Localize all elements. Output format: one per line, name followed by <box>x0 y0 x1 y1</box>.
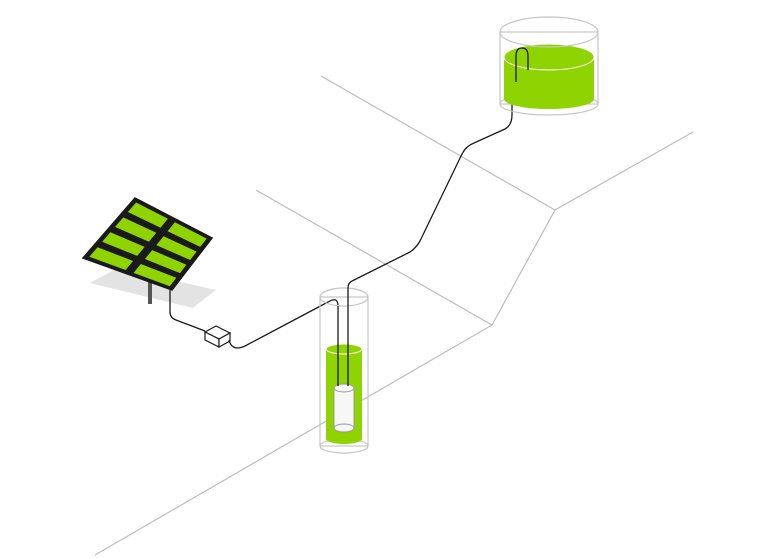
well-water-bottom <box>326 434 362 444</box>
solar-cell <box>89 247 133 270</box>
pump-icon <box>333 383 355 433</box>
solar-panel-cells <box>89 202 207 287</box>
controller-box-icon <box>203 325 232 349</box>
tank-inlet-pipe <box>515 47 529 82</box>
borehole-well-icon <box>319 287 369 454</box>
cable-controller-well <box>228 299 339 349</box>
terrain-line-upper <box>320 75 556 211</box>
pump-body <box>333 387 355 429</box>
well-casing <box>319 296 369 447</box>
pipe-in-well <box>337 280 353 386</box>
solar-cell <box>102 232 145 256</box>
solar-cell <box>144 250 187 274</box>
solar-panel-icon <box>81 197 216 308</box>
water-tank-icon <box>499 16 599 116</box>
well-top-rim <box>319 287 369 307</box>
well-water-surface <box>325 343 363 355</box>
pipe-well-tank <box>351 62 513 282</box>
tank-water-surface <box>503 43 595 71</box>
terrain-edge-front <box>94 131 694 556</box>
tank-water-bottom <box>504 89 594 109</box>
controller-side <box>218 331 231 349</box>
cable-panel-controller <box>169 290 206 332</box>
terrain-lines <box>94 75 694 556</box>
solar-cell <box>167 222 207 247</box>
solar-cell <box>115 217 157 242</box>
solar-cell <box>133 264 177 287</box>
pump-bottom <box>333 423 355 433</box>
terrain-line-middle <box>255 189 493 326</box>
solar-cell <box>127 202 168 228</box>
solar-panel-shadow <box>90 268 216 308</box>
solar-cell <box>156 236 197 260</box>
tank-rim <box>499 16 599 48</box>
pump-top <box>333 383 355 393</box>
